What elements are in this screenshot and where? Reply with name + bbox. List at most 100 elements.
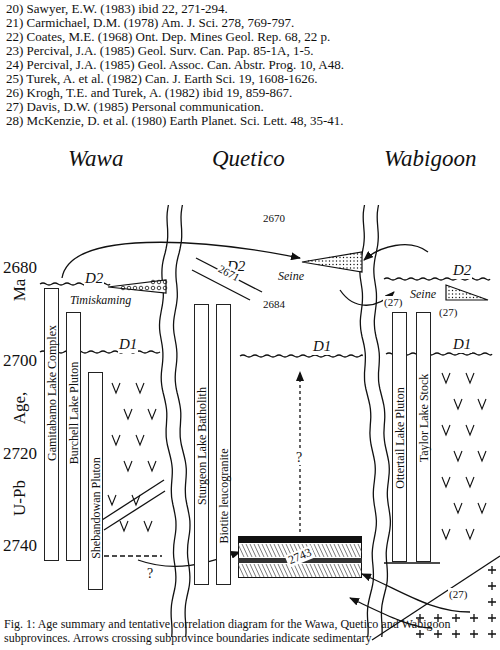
pluton-bar: Burchell Lake Pluton [66,312,81,561]
age-line [384,562,440,563]
sand-dot [452,297,453,298]
sand-dot [346,257,347,258]
subprovince-boundary [174,205,191,637]
sand-dot [346,264,347,265]
pluton-bar: Sturgeon Lake Batholith [194,304,209,585]
sediment-wedge: Seine [276,250,364,286]
unit-name: Seine [278,270,304,283]
pluton-bar: Ottertail Lake Pluton [392,312,407,562]
pluton-bar: Biotite leucogranite [216,304,231,585]
sand-dot [360,264,361,265]
sand-dot [350,253,351,254]
pluton-bar: Shebandowan Pluton [88,372,103,590]
dike-line [102,480,164,520]
reference-line: 27) Davis, D.W. (1985) Personal communic… [6,100,264,114]
sand-dot [322,264,323,265]
sand-dot [329,257,330,258]
sand-dot [339,267,340,268]
box-outline [239,537,362,578]
reference-line: 28) McKenzie, D. et al. (1980) Earth Pla… [6,114,344,128]
conglomerate-clast [121,286,125,290]
sand-dot [448,290,449,291]
subprovince-boundary [374,205,391,637]
diagram-label: D1 [312,338,332,355]
sand-dot [332,264,333,265]
diagram-label: D1 [452,336,472,353]
sand-dot [339,257,340,258]
pluton-bar: Taylor Lake Stock [416,312,431,562]
pluton-name: Shebandowan Pluton [90,457,102,559]
unit-name: Timiskaming [70,294,131,307]
sand-dot [448,286,449,287]
pluton-name: Burchell Lake Pluton [68,361,80,464]
sand-dot [357,264,358,265]
pluton-bar: Gamitabamo Lake Complex [44,288,59,561]
wedge-outline [302,252,362,272]
diagram-label: D1 [118,336,138,353]
sand-dot [448,293,449,294]
sand-dot [448,297,449,298]
sand-dot [353,260,354,261]
deformation-line [240,355,362,357]
sand-dot [329,264,330,265]
diagram-label: 2720 [2,445,38,464]
sediment-arrow [362,574,470,612]
sand-dot [350,264,351,265]
diagram-label: (27) [383,296,403,308]
sand-dot [311,260,312,261]
reference-line: 24) Percival, J.A. (1985) Geol. Assoc. C… [6,58,344,72]
diagram-label: D2 [452,262,472,279]
sand-dot [455,290,456,291]
sand-dot [336,264,337,265]
sand-dot [353,257,354,258]
pluton-name: Gamitabamo Lake Complex [46,325,58,461]
age-line [104,555,162,556]
deformation-line [40,283,84,285]
sand-dot [350,260,351,261]
sand-dot [343,257,344,258]
pluton-name: Biotite leucogranite [218,449,230,544]
sand-dot [476,297,477,298]
wedge-outline [446,285,488,300]
sand-dot [357,267,358,268]
sediment-wedge: Timiskaming [68,278,168,308]
unit-name: Seine [410,288,436,301]
sand-dot [336,260,337,261]
diagram-label: ? [146,566,154,581]
reference-line: 25) Turek, A. et al. (1982) Can. J. Eart… [6,72,318,86]
sand-dot [360,253,361,254]
sand-dot [473,297,474,298]
pluton-name: Ottertail Lake Pluton [394,387,406,488]
sand-dot [466,293,467,294]
conglomerate-clast [151,286,155,290]
sand-dot [353,264,354,265]
subprovince-boundary [160,205,177,637]
deformation-line [384,278,490,280]
sand-dot [480,297,481,298]
diagram-label: 2680 [2,259,38,278]
sand-dot [360,267,361,268]
sand-dot [325,264,326,265]
diagram-label: 2740 [2,537,38,556]
sand-dot [452,290,453,291]
subprovince-name: Wabigoon [384,146,476,171]
diagram-label: U-Pb [11,479,30,517]
reference-line: 20) Sawyer, E.W. (1983) ibid 22, 271-294… [6,2,228,16]
conglomerate-clast [127,286,131,290]
diagram-label: (27) [448,588,468,600]
reference-line: 26) Krogh, T.E. and Turek, A. (1982) ibi… [6,86,292,100]
sand-dot [360,257,361,258]
sediment-box: 2743 [238,536,362,578]
diagram-label: 2670 [262,212,286,224]
wedge-outline [108,280,166,293]
sand-dot [357,253,358,254]
sand-dot [336,257,337,258]
diagram-label: Ma [11,278,30,303]
volcanic-pattern [112,383,156,471]
sand-dot [357,257,358,258]
dike-line [196,258,262,292]
sand-dot [459,297,460,298]
sand-dot [360,271,361,272]
sand-dot [452,293,453,294]
diagram-label: ? [295,450,303,465]
